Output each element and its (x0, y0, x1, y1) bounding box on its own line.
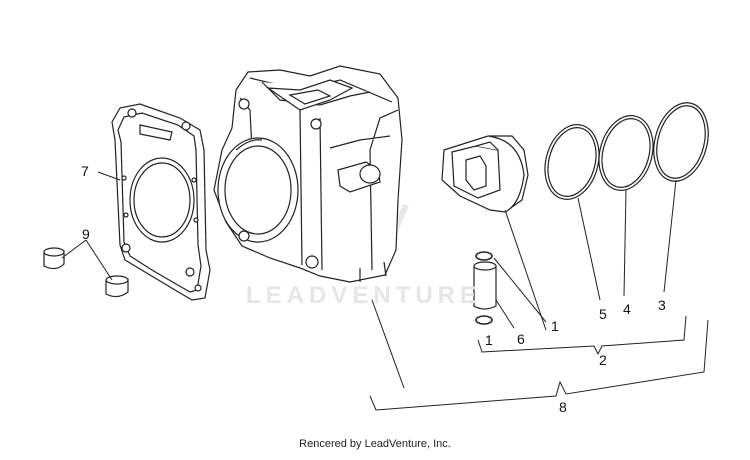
callout-4: 4 (623, 301, 631, 317)
cylinder-gasket (112, 104, 210, 300)
piston-ring (646, 97, 717, 188)
callout-6: 6 (517, 331, 525, 347)
piston (442, 136, 528, 212)
callout-1-circlip: 1 (485, 332, 493, 348)
bracket-8 (370, 320, 708, 410)
piston-ring (537, 119, 607, 206)
watermark-text: LEADVENTURE (246, 282, 482, 309)
callout-1-piston: 1 (551, 318, 559, 334)
piston-pin (474, 262, 496, 309)
callout-9: 9 (82, 226, 90, 242)
callout-7: 7 (81, 163, 89, 179)
footer-credit: Rencered by LeadVenture, Inc. (299, 438, 451, 450)
piston-ring (591, 110, 661, 197)
circlip (476, 316, 492, 324)
dowel-pin (44, 248, 64, 269)
dowel-pin (106, 276, 128, 297)
leader-lines (62, 172, 676, 388)
callout-5: 5 (599, 306, 607, 322)
bracket-2 (478, 316, 686, 354)
cylinder-block (214, 66, 402, 282)
callout-2: 2 (599, 352, 607, 368)
circlip (476, 252, 492, 260)
callout-3: 3 (658, 297, 666, 313)
callout-8: 8 (559, 399, 567, 415)
